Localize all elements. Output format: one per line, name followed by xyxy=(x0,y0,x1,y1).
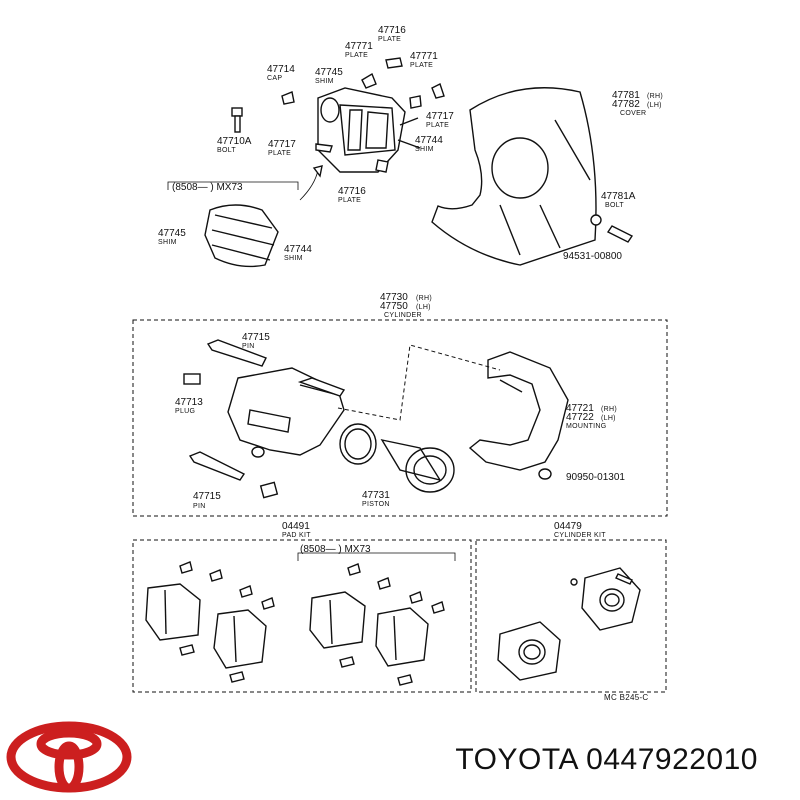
label-date-range-top: (8508— ) MX73 xyxy=(172,182,243,193)
label-piston-num: 47731 xyxy=(362,490,390,501)
label-plate17-right-name: PLATE xyxy=(426,122,449,129)
label-shim44b-num: 47744 xyxy=(284,244,312,255)
label-plate71a-name: PLATE xyxy=(345,52,368,59)
pad-kit-box xyxy=(132,539,472,693)
label-cover-lh-num: 47782 xyxy=(612,99,640,110)
label-plate71a-num: 47771 xyxy=(345,41,373,52)
label-piston-name: PISTON xyxy=(362,501,390,508)
label-plate16-top-name: PLATE xyxy=(378,36,401,43)
label-cover-rh: (RH) xyxy=(647,93,663,100)
label-plate16-top-num: 47716 xyxy=(378,25,406,36)
cover-bolt-part xyxy=(590,214,634,243)
label-cylinder-name: CYLINDER xyxy=(384,312,422,319)
plug-part xyxy=(183,373,201,385)
arrow-head xyxy=(312,165,323,178)
caliper-pad-assembly xyxy=(317,87,421,173)
label-shim45b-name: SHIM xyxy=(158,239,177,246)
label-cylinder-kit-name: CYLINDER KIT xyxy=(554,532,606,539)
label-cover-bolt-num: 47781A xyxy=(601,191,636,202)
cylinder-connector xyxy=(337,344,501,421)
label-cap-name: CAP xyxy=(267,75,282,82)
label-plug-name: PLUG xyxy=(175,408,195,415)
boot-part xyxy=(259,481,279,499)
label-plate71b-num: 47771 xyxy=(410,51,438,62)
label-cylinder-lh-num: 47750 xyxy=(380,301,408,312)
label-cover-name: COVER xyxy=(620,110,646,117)
label-cylinder-kit-num: 04479 xyxy=(554,521,582,532)
label-cap-num: 47714 xyxy=(267,64,295,75)
label-mounting-rh: (RH) xyxy=(601,406,617,413)
label-plate16-bottom-name: PLATE xyxy=(338,197,361,204)
label-mounting-name: MOUNTING xyxy=(566,423,607,430)
label-plate71b-name: PLATE xyxy=(410,62,433,69)
brand-part-number: TOYOTA 0447922010 xyxy=(455,743,758,776)
label-shim45b-num: 47745 xyxy=(158,228,186,239)
label-bolt-num: 47710A xyxy=(217,136,252,147)
label-plate17-left-name: PLATE xyxy=(268,150,291,157)
label-shim44-name: SHIM xyxy=(415,146,434,153)
label-cylinder-rh: (RH) xyxy=(416,295,432,302)
label-cover-lh: (LH) xyxy=(647,102,662,109)
label-mounting-lh: (LH) xyxy=(601,415,616,422)
label-shim45-name: SHIM xyxy=(315,78,334,85)
label-pin-top-name: PIN xyxy=(242,343,255,350)
bolt-part xyxy=(231,107,243,133)
seal-ring-part xyxy=(339,423,377,465)
label-cover-rh-num: 47781 xyxy=(612,90,640,101)
dust-cover-part xyxy=(431,87,597,266)
label-washer-num: 94531-00800 xyxy=(563,251,622,262)
label-cover-bolt-name: BOLT xyxy=(605,202,624,209)
label-shim44-num: 47744 xyxy=(415,135,443,146)
label-shim44b-name: SHIM xyxy=(284,255,303,262)
label-pin-bottom-num: 47715 xyxy=(193,491,221,502)
label-date-range-pad: (8508— ) MX73 xyxy=(300,544,371,555)
pins-parts xyxy=(188,339,346,481)
label-ref-code: MC B245-C xyxy=(604,693,649,702)
label-pad-kit-name: PAD KIT xyxy=(282,532,311,539)
label-mounting-lh-num: 47722 xyxy=(566,412,594,423)
cylinder-box xyxy=(132,319,668,517)
mounting-bracket-part xyxy=(468,351,569,480)
label-shim45-num: 47745 xyxy=(315,67,343,78)
label-cylinder-bolt-num: 90950-01301 xyxy=(566,472,625,483)
label-pin-bottom-name: PIN xyxy=(193,503,206,510)
cap-part xyxy=(281,91,295,105)
label-plate17-left-num: 47717 xyxy=(268,139,296,150)
label-mounting-rh-num: 47721 xyxy=(566,403,594,414)
label-pin-top-num: 47715 xyxy=(242,332,270,343)
pad-kit-parts-left xyxy=(145,561,275,683)
label-plug-num: 47713 xyxy=(175,397,203,408)
piston-part xyxy=(380,438,455,493)
cylinder-kit-box xyxy=(475,539,667,693)
date-bracket-top xyxy=(167,181,299,190)
date-bracket-pad xyxy=(297,552,456,561)
label-plate16-bottom-num: 47716 xyxy=(338,186,366,197)
label-bolt-name: BOLT xyxy=(217,147,236,154)
pad-kit-parts-right xyxy=(309,563,445,686)
label-cylinder-lh: (LH) xyxy=(416,304,431,311)
plates-top xyxy=(315,57,445,173)
assembly-arrow xyxy=(299,169,319,201)
label-cylinder-rh-num: 47730 xyxy=(380,292,408,303)
label-plate17-right-num: 47717 xyxy=(426,111,454,122)
label-pad-kit-num: 04491 xyxy=(282,521,310,532)
toyota-logo-icon xyxy=(6,721,132,793)
cylinder-kit-parts xyxy=(497,567,641,681)
lower-shims xyxy=(204,204,279,268)
brand-row: TOYOTA 0447922010 xyxy=(0,715,800,800)
caliper-body-part xyxy=(227,367,345,458)
